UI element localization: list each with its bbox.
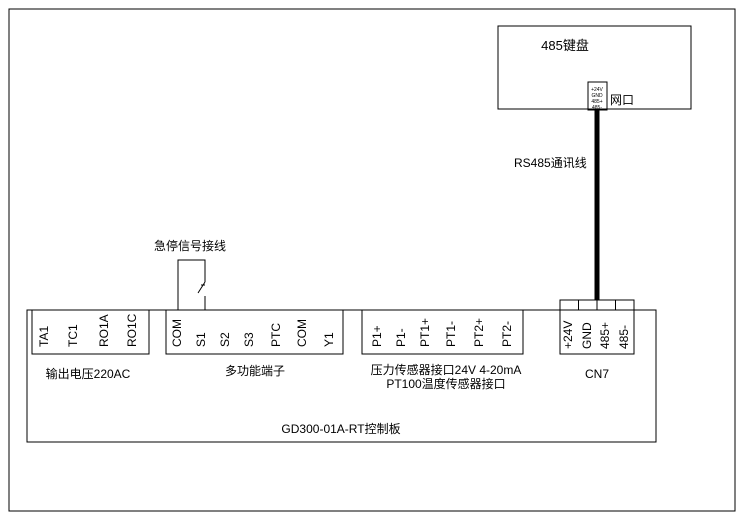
- terminal-label: COM: [170, 319, 184, 347]
- estop-switch-contact: [197, 281, 206, 294]
- terminal-label: S2: [218, 332, 232, 347]
- terminal-label: PT1+: [418, 318, 432, 347]
- terminal-label: PT2-: [500, 321, 514, 347]
- terminal-label: COM: [295, 319, 309, 347]
- keypad-pin-label: 485-: [592, 105, 602, 111]
- terminal-label: PT2+: [472, 318, 486, 347]
- terminal-label: RO1C: [125, 313, 139, 347]
- terminal-label: 485+: [598, 322, 612, 349]
- terminal-label: P1-: [394, 328, 408, 347]
- sensor-caption: 压力传感器接口24V 4-20mA: [371, 362, 522, 377]
- terminal-label: S3: [242, 332, 256, 347]
- keypad-pin-label: +24V: [591, 87, 603, 93]
- sensor-caption-2: PT100温度传感器接口: [386, 376, 505, 391]
- terminal-group-sensor-labels: P1+ P1- PT1+ PT1- PT2+ PT2-: [370, 318, 514, 347]
- cn7-connector: [559, 309, 635, 355]
- terminal-group-sensor: [361, 309, 524, 355]
- cn7-labels: +24V GND 485+ 485-: [561, 321, 631, 349]
- terminal-label: TA1: [37, 326, 51, 347]
- terminal-label: +24V: [561, 321, 575, 349]
- terminal-group-output: [31, 309, 150, 355]
- terminal-label: P1+: [370, 325, 384, 347]
- keypad-pin-label: GND: [591, 93, 603, 99]
- terminal-label: RO1A: [97, 314, 111, 347]
- terminal-group-multifunction: [165, 309, 344, 355]
- terminal-label: 485-: [617, 325, 631, 349]
- multifunction-caption: 多功能端子: [225, 364, 285, 378]
- outer-frame: [8, 8, 736, 512]
- estop-wire-loop: [177, 259, 206, 310]
- board-title: GD300-01A-RT控制板: [281, 422, 400, 436]
- terminal-label: GND: [580, 322, 594, 349]
- output-caption: 输出电压220AC: [46, 366, 131, 381]
- terminal-label: PTC: [269, 323, 283, 347]
- terminal-group-output-labels: TA1 TC1 RO1A RO1C: [37, 313, 139, 347]
- terminal-group-multifunction-labels: COM S1 S2 S3 PTC COM Y1: [170, 319, 336, 347]
- terminal-label: Y1: [322, 332, 336, 347]
- terminal-label: TC1: [66, 324, 80, 347]
- terminal-label: S1: [194, 332, 208, 347]
- keypad-box: [497, 25, 692, 110]
- keypad-port-label: 网口: [610, 93, 634, 107]
- cable-label: RS485通讯线: [514, 156, 587, 170]
- terminal-label: PT1-: [444, 321, 458, 347]
- estop-label: 急停信号接线: [154, 238, 226, 253]
- keypad-pin-label: 485+: [591, 99, 602, 105]
- keypad-title: 485键盘: [541, 38, 589, 53]
- cn7-caption: CN7: [585, 367, 609, 381]
